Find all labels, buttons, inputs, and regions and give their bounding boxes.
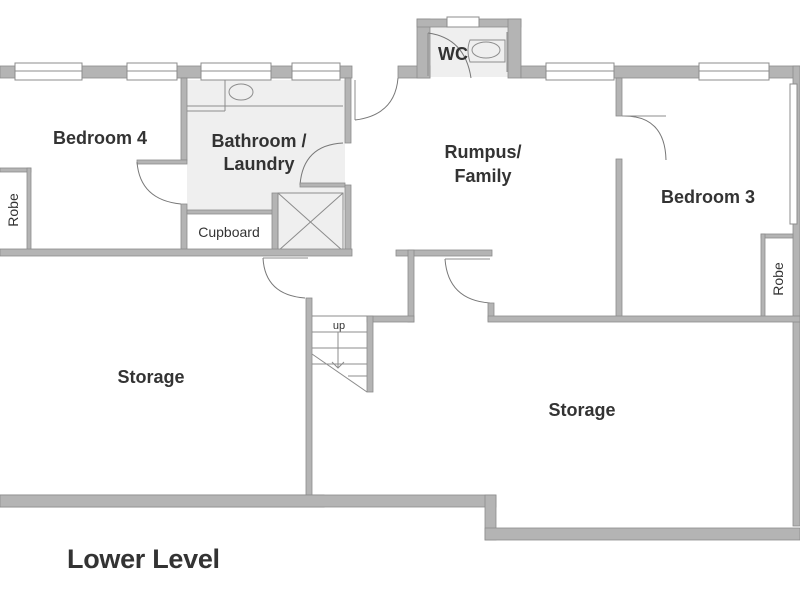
wall [305, 297, 313, 499]
toilet-icon [471, 41, 501, 59]
wall [395, 249, 493, 257]
level-title: Lower Level [67, 544, 220, 574]
room-label-storage-right: Storage [548, 400, 615, 420]
bathroom-floor [187, 80, 345, 210]
wall [760, 233, 766, 319]
wall-bottom [0, 494, 497, 508]
room-label-bedroom-3: Bedroom 3 [661, 187, 755, 207]
room-label-robe-left: Robe [5, 193, 21, 227]
room-label-bedroom-4: Bedroom 4 [53, 128, 147, 148]
room-label-family: Family [454, 166, 511, 186]
wall [136, 159, 188, 165]
wall [26, 167, 32, 253]
door-swing [136, 161, 182, 205]
wall [615, 77, 623, 117]
door-swing [444, 258, 491, 304]
door-swing [354, 77, 399, 121]
wall-wc-right [507, 18, 522, 79]
wall-bottom-right [484, 527, 800, 541]
room-label-robe-right: Robe [770, 262, 786, 296]
door-swing [262, 257, 306, 299]
wall [487, 315, 800, 323]
door-swing [299, 142, 344, 186]
wall [180, 77, 188, 161]
wall [344, 184, 352, 256]
wall [180, 203, 188, 255]
room-label-laundry: Laundry [223, 154, 294, 174]
stairs-up-label: up [333, 320, 345, 332]
wall [407, 249, 415, 323]
wall [271, 192, 279, 254]
door-swing [621, 115, 667, 161]
room-label-bathroom: Bathroom / [211, 131, 306, 151]
room-label-wc: WC [438, 44, 468, 64]
wall [186, 209, 274, 215]
window [789, 83, 798, 225]
wall [344, 77, 352, 144]
wall-right [792, 65, 800, 527]
wall [299, 182, 346, 188]
room-label-rumpus: Rumpus/ [444, 142, 521, 162]
room-label-storage-left: Storage [117, 367, 184, 387]
room-label-cupboard: Cupboard [198, 224, 260, 240]
staircase [311, 315, 368, 393]
wall [366, 315, 415, 323]
window [446, 16, 480, 28]
wall [0, 248, 353, 257]
basin-icon [228, 83, 254, 101]
wall [0, 167, 32, 173]
wall [366, 315, 374, 393]
door-swing [427, 32, 472, 79]
wall [615, 158, 623, 322]
wall [760, 233, 794, 239]
